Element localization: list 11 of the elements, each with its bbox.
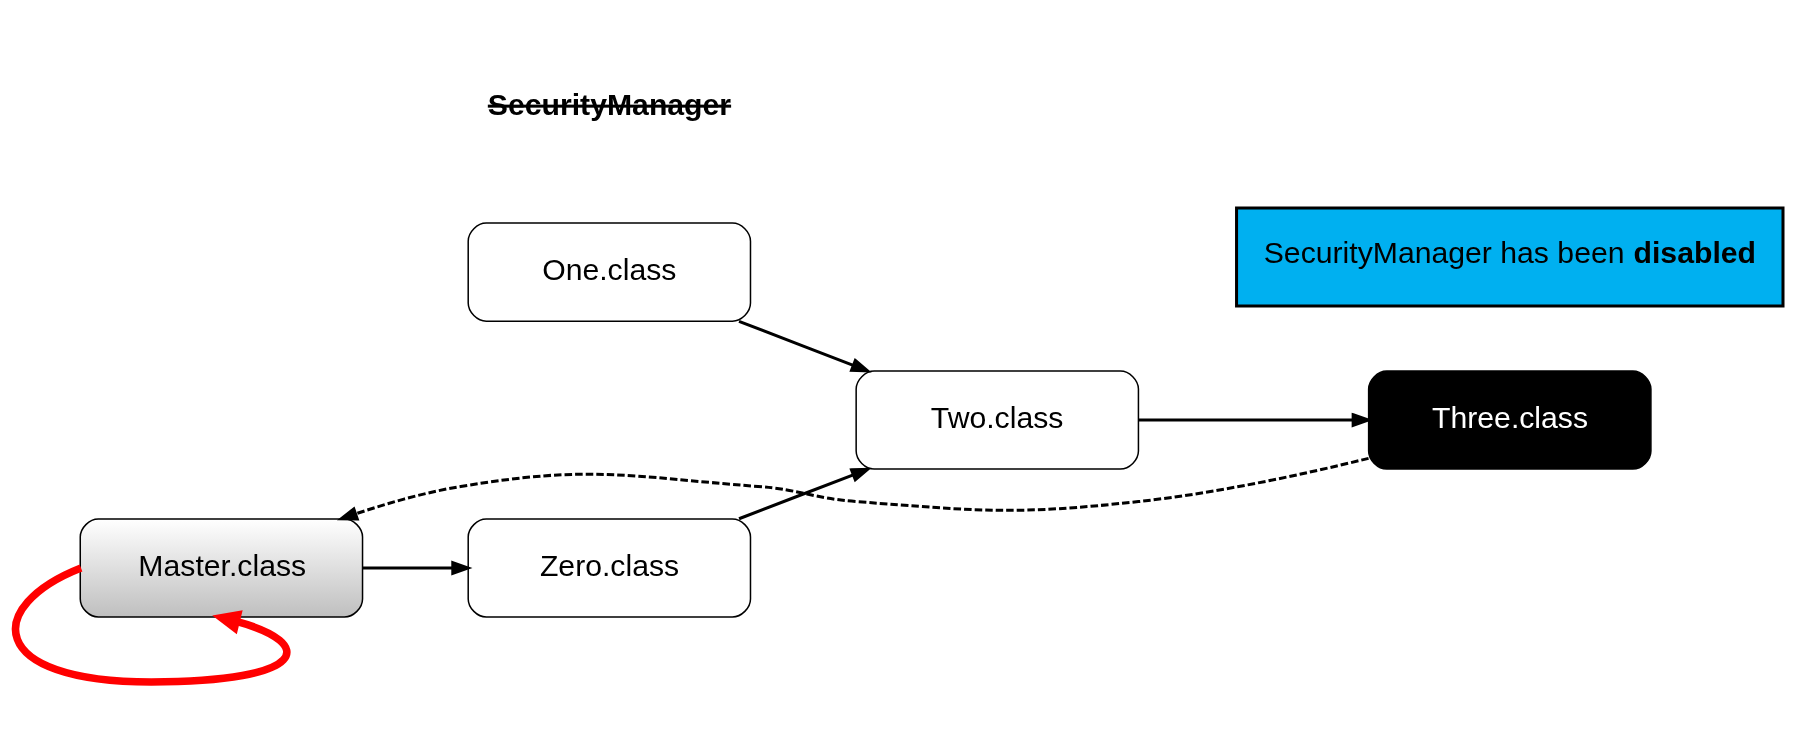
node-box: Zero.class [467, 517, 752, 618]
node-box: Three.class [1367, 369, 1652, 470]
arrow [738, 467, 872, 520]
node-box: Two.class [855, 369, 1140, 470]
arrow [738, 319, 872, 372]
node-box: SecurityManager has been disabled [1235, 205, 1785, 308]
node-box: Master.class [79, 517, 364, 618]
arrow [362, 560, 473, 575]
label: SecurityManager [487, 87, 732, 121]
arrow [336, 456, 1369, 520]
node-box: One.class [467, 221, 752, 322]
